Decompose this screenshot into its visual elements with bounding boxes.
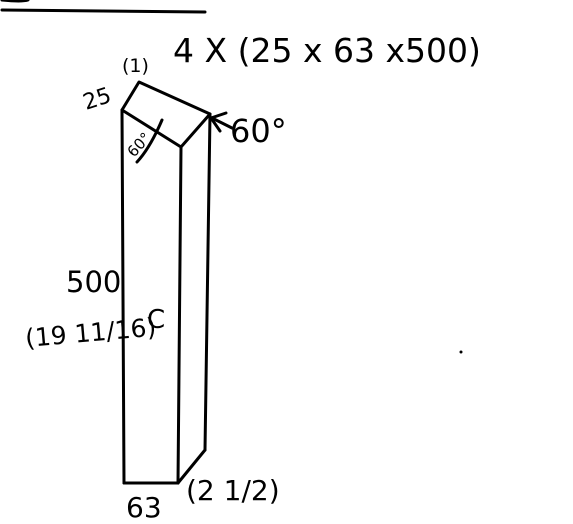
angle-arrow-line bbox=[210, 116, 234, 130]
inner-angle-label: 60° bbox=[124, 129, 155, 161]
angle-arrow-head bbox=[209, 111, 228, 133]
face-label: C bbox=[147, 305, 165, 335]
top-underline bbox=[0, 8, 207, 14]
front-face-right-edge bbox=[176, 145, 183, 485]
side-face-bottom-edge bbox=[176, 448, 207, 485]
thickness-label: 25 bbox=[80, 83, 114, 115]
circled-number-fragment bbox=[0, 0, 30, 3]
side-face-back-edge bbox=[203, 112, 212, 452]
angle-arc bbox=[135, 118, 164, 164]
part-number-label: (1) bbox=[122, 55, 149, 77]
dimension-note: 4 X (25 x 63 x500) bbox=[173, 31, 481, 70]
length-metric-label: 500 bbox=[66, 265, 121, 299]
width-imperial-label: (2 1/2) bbox=[186, 474, 280, 507]
ink-dot bbox=[459, 350, 463, 354]
width-metric-label: 63 bbox=[126, 491, 162, 524]
length-imperial-label: (19 11/16) bbox=[24, 313, 157, 353]
angle-label: 60° bbox=[230, 112, 287, 150]
front-face-left-edge bbox=[120, 108, 126, 485]
